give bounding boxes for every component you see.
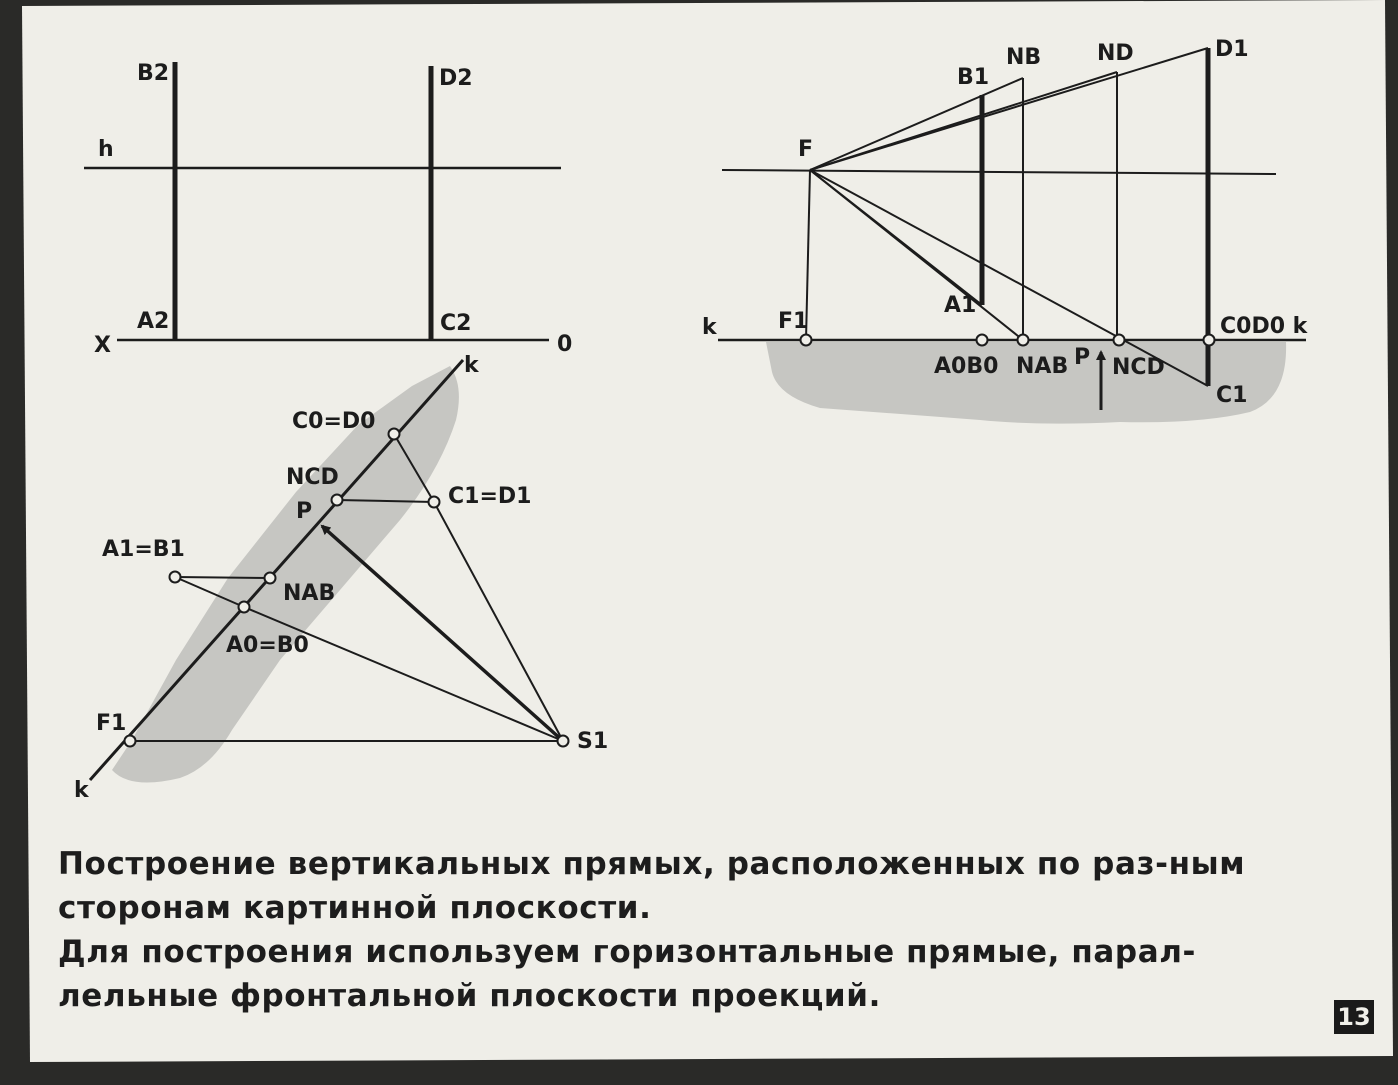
label-a0-b0: A0=B0 bbox=[226, 633, 309, 658]
point-c0 bbox=[387, 427, 401, 441]
label-c2: C2 bbox=[440, 311, 471, 336]
label-nab-persp: NAB bbox=[1016, 354, 1068, 379]
paper bbox=[22, 0, 1393, 1062]
ground-shaded-region bbox=[766, 342, 1287, 424]
label-ncd: NCD bbox=[286, 465, 339, 490]
front-projection bbox=[84, 62, 561, 342]
label-x: X bbox=[94, 333, 111, 358]
label-a1-persp: A1 bbox=[944, 293, 976, 318]
line-c0-c1 bbox=[393, 433, 435, 503]
line-f-nb bbox=[809, 77, 1024, 171]
line-nab-a1 bbox=[174, 576, 271, 579]
arrow-s1-p bbox=[320, 524, 565, 743]
label-p-plan: P bbox=[296, 499, 312, 524]
caption-paragraph-2: Для построения используем горизонтальные… bbox=[58, 934, 1197, 1014]
caption-paragraph-1: Построение вертикальных прямых, располож… bbox=[58, 846, 1246, 926]
plan-shaded-region bbox=[112, 366, 459, 783]
label-k-left: k bbox=[702, 315, 718, 340]
point-f1 bbox=[123, 734, 137, 748]
line-ncd-c1 bbox=[336, 499, 435, 503]
point-s1 bbox=[556, 734, 570, 748]
line-f-d1 bbox=[809, 47, 1209, 171]
line-a0-s1 bbox=[243, 606, 564, 742]
plan-view bbox=[88, 359, 570, 781]
point-c1 bbox=[427, 495, 441, 509]
plan-view-labels: k C0=D0 NCD C1=D1 P A1=B1 NAB A0=B0 F1 S… bbox=[74, 353, 608, 803]
front-projection-labels: B2 D2 h A2 C2 X 0 bbox=[94, 61, 572, 358]
perspective-view-labels: B1 NB ND D1 F A1 k F1 C0D0 k A0B0 NAB P … bbox=[702, 37, 1309, 408]
label-b1: B1 bbox=[957, 65, 989, 90]
label-a1-b1: A1=B1 bbox=[102, 537, 185, 562]
label-b2: B2 bbox=[137, 61, 169, 86]
label-c1-d1: C1=D1 bbox=[448, 484, 531, 509]
line-a1-a0 bbox=[174, 576, 245, 608]
label-c1-persp: C1 bbox=[1216, 383, 1247, 408]
label-f1-plan: F1 bbox=[96, 711, 126, 736]
label-ncd-persp: NCD bbox=[1112, 355, 1165, 380]
point-a0 bbox=[237, 600, 251, 614]
label-h: h bbox=[98, 137, 114, 162]
point-c0d0 bbox=[1202, 333, 1216, 347]
point-f1-persp bbox=[799, 333, 813, 347]
label-f: F bbox=[798, 137, 813, 162]
line-f-f1 bbox=[805, 169, 811, 341]
point-ncd bbox=[330, 493, 344, 507]
label-d2: D2 bbox=[439, 66, 473, 91]
caption: Построение вертикальных прямых, располож… bbox=[58, 842, 1338, 1018]
point-nab bbox=[263, 571, 277, 585]
point-nab-persp bbox=[1016, 333, 1030, 347]
label-f1-persp: F1 bbox=[778, 309, 808, 334]
label-nb: NB bbox=[1006, 45, 1041, 70]
horizon-line-persp bbox=[721, 169, 1277, 175]
point-a1 bbox=[168, 570, 182, 584]
label-nd: ND bbox=[1097, 41, 1134, 66]
label-c0d0-k: C0D0 k bbox=[1220, 314, 1309, 339]
point-ncd-persp bbox=[1112, 333, 1126, 347]
label-a0b0-persp: A0B0 bbox=[934, 354, 998, 379]
label-d1: D1 bbox=[1215, 37, 1249, 62]
label-c0-d0: C0=D0 bbox=[292, 409, 375, 434]
perspective-view bbox=[718, 47, 1306, 410]
point-a0b0 bbox=[975, 333, 989, 347]
line-f-nab bbox=[809, 169, 1024, 341]
label-k-bottom: k bbox=[74, 778, 90, 803]
label-p-persp: P bbox=[1074, 345, 1090, 370]
label-a2: A2 bbox=[137, 309, 169, 334]
picture-trace-k bbox=[88, 359, 465, 781]
label-k-top: k bbox=[464, 353, 480, 378]
label-s1: S1 bbox=[577, 729, 608, 754]
label-o: 0 bbox=[557, 332, 572, 357]
line-f-c1 bbox=[809, 169, 1209, 387]
line-c1-s1 bbox=[433, 501, 564, 742]
slide-number-badge: 13 bbox=[1334, 1000, 1374, 1034]
label-nab-plan: NAB bbox=[283, 581, 335, 606]
